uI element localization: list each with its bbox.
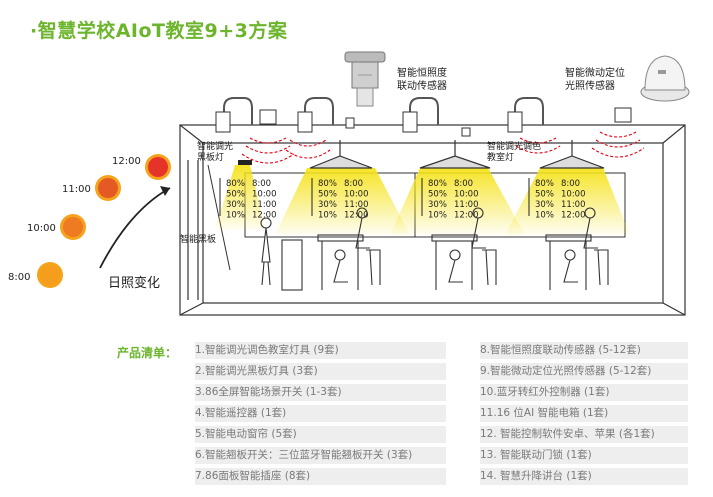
dimming-level: 10% (428, 211, 447, 221)
dimming-level: 80% (226, 179, 245, 189)
product-item: 12. 智能控制软件安卓、苹果 (各1套) (480, 426, 688, 443)
blackboard-light-label: 智能调光 黑板灯 (197, 140, 236, 163)
dimming-time: 11:00 (344, 200, 369, 210)
product-item: 6.智能翘板开关：三位蓝牙智能翘板开关 (3套) (195, 447, 446, 464)
products-list-left: 1.智能调光调色教室灯具 (9套) 2.智能调光黑板灯具 (3套) 3.86全屏智能… (195, 342, 446, 489)
illuminance-sensor-icon (344, 51, 386, 107)
svg-text:10:00: 10:00 (27, 223, 56, 234)
dimming-time: 8:00 (454, 179, 473, 189)
ceiling-sensors (223, 97, 544, 125)
dimming-time: 10:00 (561, 190, 586, 200)
sensor-boxes (215, 107, 632, 137)
sun-1000 (60, 214, 86, 240)
sun-0800 (37, 262, 63, 288)
dimming-level: 30% (226, 200, 245, 210)
dimming-time: 10:00 (344, 190, 369, 200)
dimming-time: 11:00 (561, 200, 586, 210)
blackboard-lamp (238, 160, 252, 165)
dimming-time: 12:00 (454, 211, 479, 221)
sun-1100 (95, 175, 121, 201)
dimming-level: 30% (428, 200, 447, 210)
svg-text:12:00: 12:00 (112, 156, 141, 167)
room-outline (179, 124, 686, 316)
classroom-light-label: 智能调光调色 教室灯 (487, 140, 544, 163)
dimming-time: 11:00 (252, 200, 277, 210)
sunlight-change-label: 日照变化 (108, 275, 160, 291)
dimming-time: 12:00 (344, 211, 369, 221)
light-beams (215, 165, 630, 235)
sun-positions (37, 154, 171, 288)
dimming-time: 10:00 (252, 190, 277, 200)
sensor-waves (241, 131, 645, 164)
dimming-level: 80% (318, 179, 337, 189)
sunlight-arrowhead (160, 186, 170, 196)
motion-sensor-label: 智能微动定位 光照传感器 (565, 66, 628, 92)
svg-text:11:00: 11:00 (62, 184, 91, 195)
dimming-time: 11:00 (454, 200, 479, 210)
dimming-time: 12:00 (561, 211, 586, 221)
students-and-desks (260, 207, 609, 291)
product-item: 10.蓝牙转红外控制器 (1套) (480, 384, 688, 401)
products-list-right: 8.智能恒照度联动传感器 (5-12套) 9.智能微动定位光照传感器 (5-12套… (480, 342, 688, 489)
product-item: 8.智能恒照度联动传感器 (5-12套) (480, 342, 688, 359)
dimming-level: 10% (226, 211, 245, 221)
products-heading: 产品清单： (117, 346, 178, 360)
product-item: 7.86面板智能插座 (8套) (195, 468, 446, 485)
dimming-level: 50% (428, 190, 447, 200)
dimming-level: 50% (318, 190, 337, 200)
dimming-level: 30% (535, 200, 554, 210)
dimming-level: 30% (318, 200, 337, 210)
dimming-level: 80% (428, 179, 447, 189)
product-item: 2.智能调光黑板灯具 (3套) (195, 363, 446, 380)
product-item: 3.86全屏智能场景开关 (1-3套) (195, 384, 446, 401)
dimming-level: 80% (535, 179, 554, 189)
sunlight-arc (99, 187, 171, 269)
product-item: 13. 智能联动门锁 (1套) (480, 447, 688, 464)
dimming-time: 10:00 (454, 190, 479, 200)
sun-time-labels: 12:00 11:00 10:00 8:00 (8, 156, 141, 283)
dimming-level: 10% (318, 211, 337, 221)
classroom-diagram: 智能恒照度 联动传感器 智能微动定位 光照传感器 智能调光 黑板灯 智能调光调色… (8, 51, 690, 316)
product-item: 11.16 位AI 智能电箱 (1套) (480, 405, 688, 422)
page-title: ·智慧学校AIoT教室9+3方案 (30, 20, 288, 42)
dimming-time: 8:00 (561, 179, 580, 189)
product-item: 14. 智慧升降讲台 (1套) (480, 468, 688, 485)
dimming-time: 12:00 (252, 211, 277, 221)
product-item: 1.智能调光调色教室灯具 (9套) (195, 342, 446, 359)
svg-text:8:00: 8:00 (8, 272, 30, 283)
smart-blackboard-label: 智能黑板 (180, 233, 216, 245)
product-item: 5.智能电动窗帘 (5套) (195, 426, 446, 443)
dimming-level: 50% (535, 190, 554, 200)
product-item: 9.智能微动定位光照传感器 (5-12套) (480, 363, 688, 380)
dimming-time: 8:00 (252, 179, 271, 189)
dimming-time: 8:00 (344, 179, 363, 189)
dimming-level: 50% (226, 190, 245, 200)
dimming-schedules: 80% 8:00 50% 10:00 30% 11:00 10% 12:00 80% 8:00 50… (219, 178, 586, 221)
sun-1200 (145, 154, 171, 180)
motion-sensor-icon (640, 55, 690, 102)
illuminance-sensor-label: 智能恒照度 联动传感器 (397, 66, 450, 92)
dimming-level: 10% (535, 211, 554, 221)
classroom-lamps (309, 140, 605, 169)
product-item: 4.智能遥控器 (1套) (195, 405, 446, 422)
